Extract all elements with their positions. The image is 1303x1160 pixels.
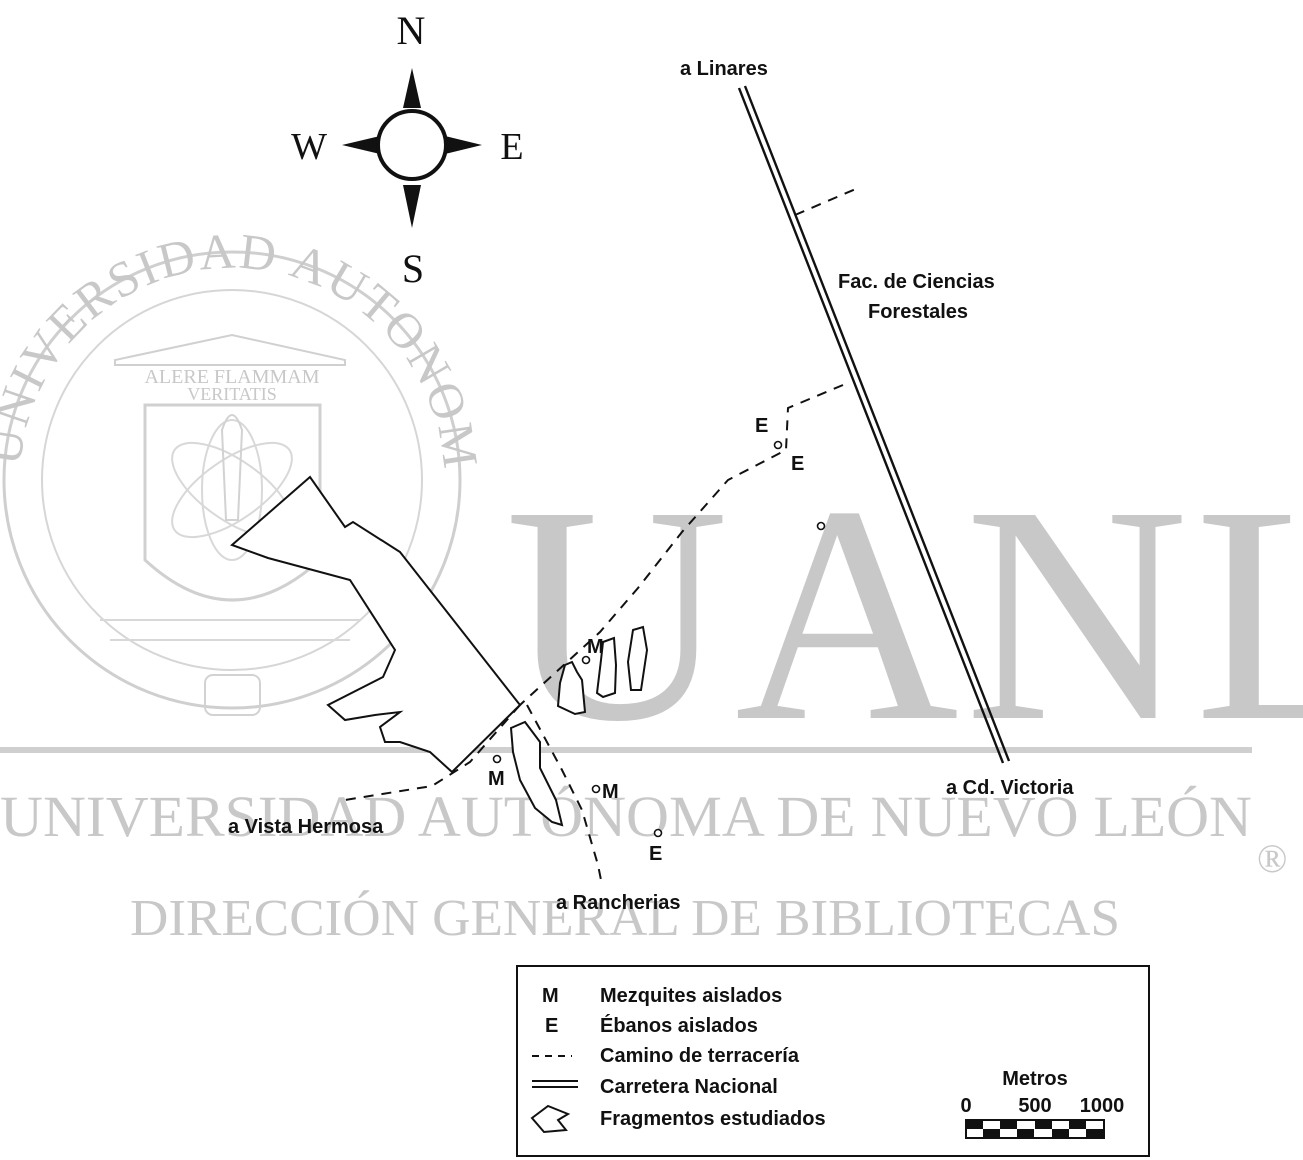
fragment-large — [230, 475, 522, 774]
seal-motto-line1: ALERE FLAMMAM — [144, 366, 319, 388]
dirt-road-rancherias — [526, 704, 603, 886]
legend: M Mezquites aislados E Ébanos aislados C… — [516, 965, 1150, 1157]
legend-label-fragmentos: Fragmentos estudiados — [600, 1108, 826, 1130]
mezquite-marker: M — [488, 768, 505, 790]
ebano-point — [773, 440, 783, 450]
label-vista-hermosa: a Vista Hermosa — [228, 816, 384, 838]
registered-mark: ® — [1257, 836, 1287, 881]
dirt-road-vista-hermosa — [344, 704, 521, 801]
seal-motto-line2: VERITATIS — [187, 384, 277, 404]
legend-label-mezquites: Mezquites aislados — [600, 985, 782, 1007]
mezquite-point — [591, 784, 601, 794]
ebano-marker: E — [649, 843, 662, 865]
watermark-direction-name: DIRECCIÓN GENERAL DE BIBLIOTECAS — [130, 889, 1120, 947]
legend-label-camino: Camino de terracería — [600, 1045, 800, 1067]
legend-symbol-fragment — [530, 1104, 571, 1134]
ebano-point — [653, 828, 663, 838]
west-arrow — [342, 136, 380, 154]
label-facultad-line2: Forestales — [868, 301, 968, 323]
legend-symbol-m: M — [542, 985, 559, 1007]
north-arrow — [403, 68, 421, 108]
south-arrow — [403, 185, 421, 228]
seal-torch-shape — [220, 414, 244, 521]
fragment-m3 — [626, 625, 649, 691]
national-highway — [737, 85, 1011, 764]
mezquite-point — [492, 754, 502, 764]
fragment-south — [509, 720, 564, 827]
legend-label-ebanos: Ébanos aislados — [600, 1014, 758, 1037]
dirt-road-north — [794, 187, 859, 216]
tree-point — [816, 521, 826, 531]
scale-tick-1000: 1000 — [1080, 1095, 1125, 1117]
label-facultad-line1: Fac. de Ciencias — [838, 271, 995, 293]
scale-title: Metros — [1002, 1068, 1068, 1090]
label-linares: a Linares — [680, 58, 768, 80]
compass-west-label: W — [291, 126, 327, 168]
watermark-university-name: UNIVERSIDAD AUTÓNOMA DE NUEVO LEÓN — [0, 784, 1252, 849]
compass-circle — [376, 109, 448, 181]
east-arrow — [445, 136, 482, 154]
compass-north-label: N — [397, 8, 426, 53]
ebano-marker: E — [755, 415, 768, 437]
label-cd-victoria: a Cd. Victoria — [946, 777, 1074, 799]
compass-east-label: E — [500, 126, 523, 168]
scale-tick-0: 0 — [960, 1095, 971, 1117]
scale-tick-500: 500 — [1018, 1095, 1051, 1117]
legend-symbol-e: E — [545, 1015, 558, 1037]
fragment-m1 — [556, 660, 587, 716]
mezquite-marker: M — [602, 781, 619, 803]
mezquite-point — [581, 655, 591, 665]
place-labels: a Linares Fac. de Ciencias Forestales a … — [228, 58, 1074, 914]
mezquite-marker: M — [587, 636, 604, 658]
ebano-marker: E — [791, 453, 804, 475]
compass-south-label: S — [402, 246, 424, 291]
uanl-acronym: UANL — [505, 443, 1303, 786]
fragment-m2 — [595, 636, 618, 699]
label-rancherias: a Rancherias — [556, 892, 681, 914]
studied-fragments — [230, 475, 649, 827]
dirt-road-main — [519, 384, 844, 706]
dirt-roads — [344, 187, 859, 886]
scale-bar: Metros 0 500 1000 — [960, 1068, 1125, 1139]
isolated-trees: M M M E E E — [488, 415, 826, 865]
legend-label-carretera: Carretera Nacional — [600, 1076, 778, 1098]
compass-rose: N S E W — [291, 8, 524, 291]
